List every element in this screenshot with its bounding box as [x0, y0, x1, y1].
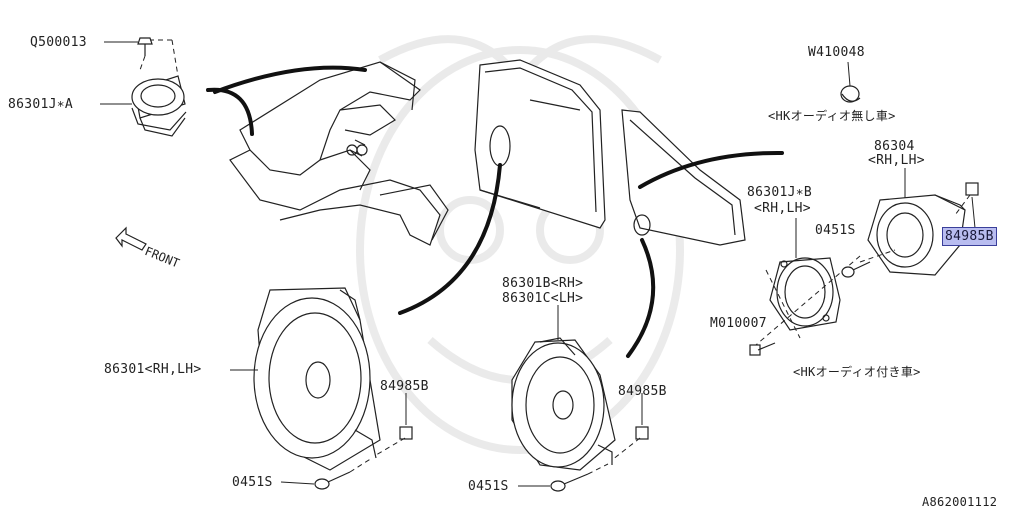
screw-0451s-mid [550, 473, 589, 492]
tweeter-front [131, 75, 187, 137]
label-w410048: W410048 [808, 45, 865, 60]
label-84985b-mid: 84985B [618, 384, 667, 399]
label-86304: 86304 [874, 139, 915, 154]
clip-84985b-right [965, 182, 979, 196]
screw-0451s-right [841, 261, 871, 278]
screw-q500013 [137, 37, 153, 56]
clip-84985b-mid [635, 426, 649, 440]
label-86301b: 86301B<RH> [502, 276, 584, 291]
cap-w410048 [840, 85, 861, 103]
label-0451s-right: 0451S [815, 223, 856, 238]
screw-m010007 [749, 342, 776, 356]
label-86301jb: 86301J∗B [747, 185, 813, 200]
label-86304-side: <RH,LH> [868, 153, 925, 168]
front-door [474, 59, 606, 229]
label-hk-with: <HKオーディオ付き車> [793, 365, 921, 379]
label-86301c: 86301C<LH> [502, 291, 584, 306]
label-0451s-left: 0451S [232, 475, 273, 490]
speaker-86304 [867, 194, 966, 276]
label-m010007: M010007 [710, 316, 767, 331]
front-arrow-icon [115, 226, 147, 251]
label-q500013: Q500013 [30, 35, 87, 50]
adapter-ring-86301jb [769, 257, 841, 331]
label-84985b-highlighted[interactable]: 84985B [942, 227, 997, 246]
clip-84985b-left [399, 426, 413, 440]
label-86301: 86301<RH,LH> [104, 362, 202, 377]
figure-id: A862001112 [922, 495, 998, 509]
speaker-front-large [253, 287, 381, 471]
label-hk-without: <HKオーディオ無し車> [768, 109, 896, 123]
label-86301ja: 86301J∗A [8, 97, 74, 112]
label-84985b-left: 84985B [380, 379, 429, 394]
speaker-rear [511, 337, 616, 471]
dashboard [229, 61, 449, 246]
screw-0451s-left [314, 471, 351, 490]
rear-door [621, 109, 746, 246]
label-0451s-mid: 0451S [468, 479, 509, 494]
label-86301jb-side: <RH,LH> [754, 201, 811, 216]
